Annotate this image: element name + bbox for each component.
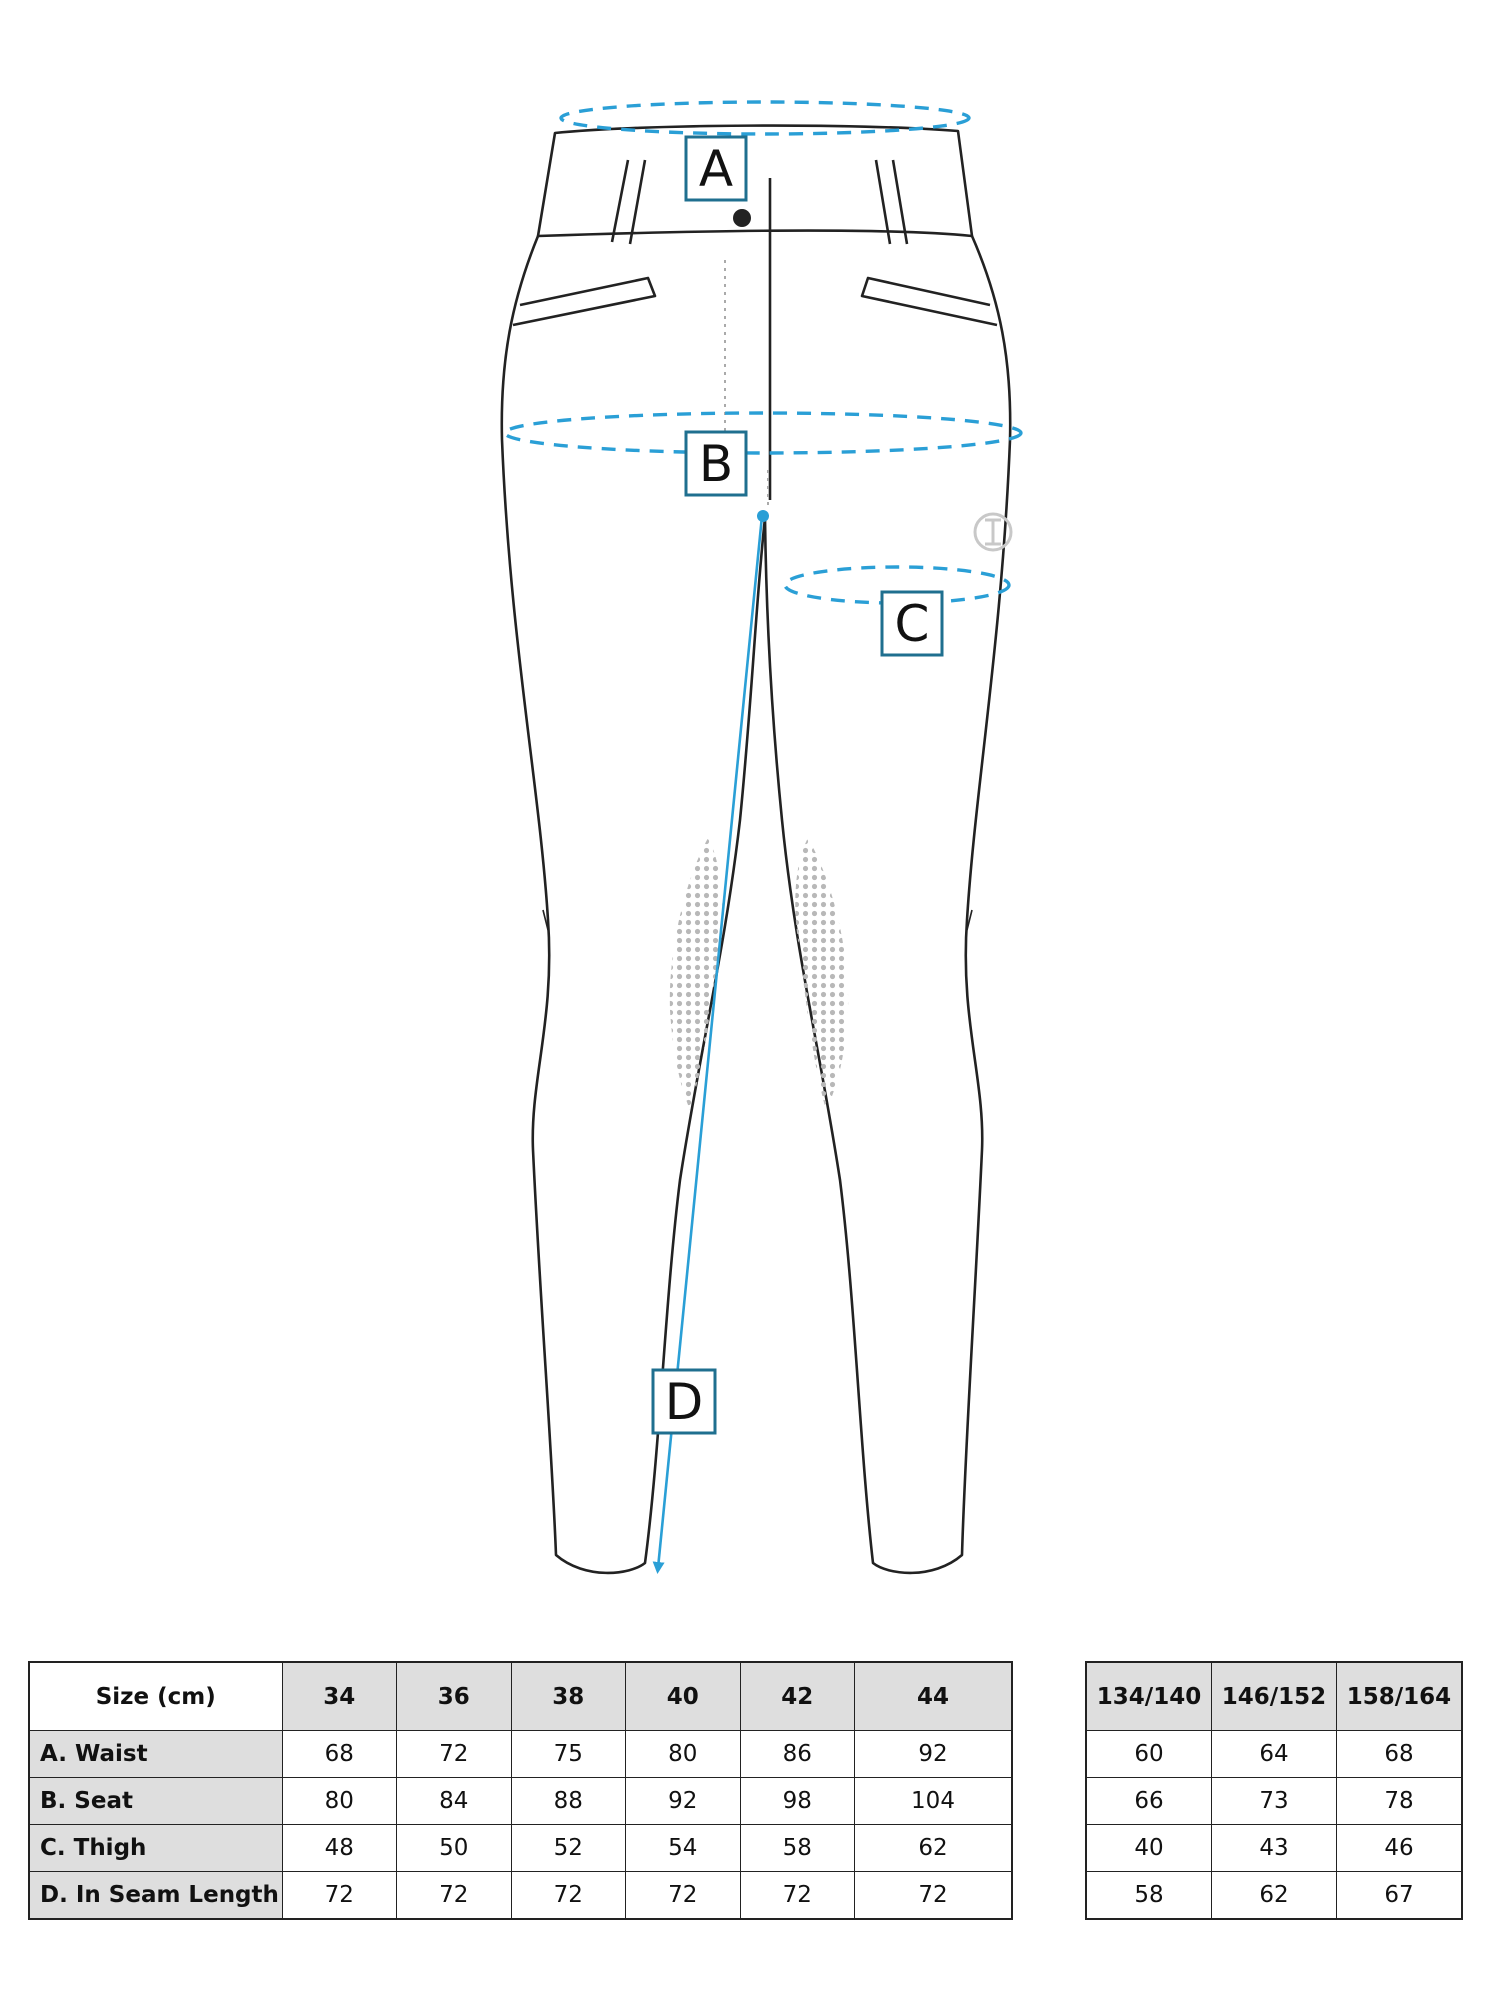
pants-outline bbox=[500, 124, 1012, 1575]
table-row: 58 62 67 bbox=[1085, 1871, 1463, 1920]
size-header-34: 34 bbox=[281, 1661, 397, 1731]
knee-patch-left bbox=[669, 838, 723, 1110]
label-a: A bbox=[699, 140, 733, 198]
table-cell: 48 bbox=[281, 1824, 397, 1872]
table-row: 66 73 78 bbox=[1085, 1777, 1463, 1825]
table-cell: 43 bbox=[1211, 1824, 1337, 1872]
row-label-inseam: D. In Seam Length bbox=[28, 1871, 283, 1920]
table-cell: 52 bbox=[510, 1824, 626, 1872]
table-row: C. Thigh 48 50 52 54 58 62 bbox=[28, 1824, 1013, 1872]
label-d-box: D bbox=[651, 1368, 717, 1435]
row-label-seat: B. Seat bbox=[28, 1777, 283, 1825]
knee-seam-left bbox=[542, 909, 549, 931]
kids-size-header-146-152: 146/152 bbox=[1211, 1661, 1337, 1731]
right-leg-outline bbox=[763, 235, 1012, 1575]
label-b: B bbox=[699, 435, 733, 493]
table-cell: 72 bbox=[281, 1871, 397, 1920]
table-cell: 72 bbox=[625, 1871, 741, 1920]
inseam-start-dot bbox=[757, 510, 769, 522]
table-cell: 86 bbox=[739, 1730, 855, 1778]
table-row: 40 43 46 bbox=[1085, 1824, 1463, 1872]
table-cell: 80 bbox=[625, 1730, 741, 1778]
table-cell: 40 bbox=[1085, 1824, 1213, 1872]
table-cell: 75 bbox=[510, 1730, 626, 1778]
table-cell: 104 bbox=[854, 1777, 1013, 1825]
table-cell: 92 bbox=[625, 1777, 741, 1825]
pocket-right bbox=[860, 276, 998, 327]
waist-button bbox=[733, 209, 751, 227]
row-label-thigh: C. Thigh bbox=[28, 1824, 283, 1872]
waist-measure-ring bbox=[559, 100, 971, 136]
thigh-measure-ring bbox=[783, 565, 1011, 605]
size-header-38: 38 bbox=[510, 1661, 626, 1731]
table-cell: 80 bbox=[281, 1777, 397, 1825]
table-cell: 58 bbox=[739, 1824, 855, 1872]
table-row: B. Seat 80 84 88 92 98 104 bbox=[28, 1777, 1013, 1825]
table-cell: 88 bbox=[510, 1777, 626, 1825]
belt-loop-left bbox=[610, 159, 647, 245]
size-header-label: Size (cm) bbox=[28, 1661, 283, 1731]
table-cell: 78 bbox=[1335, 1777, 1463, 1825]
label-a-box: A bbox=[684, 135, 748, 202]
table-cell: 68 bbox=[281, 1730, 397, 1778]
belt-loop-right bbox=[874, 159, 909, 245]
size-table-kids: 134/140 146/152 158/164 60 64 68 66 73 7… bbox=[1085, 1661, 1463, 1920]
pocket-left bbox=[512, 276, 657, 327]
table-cell: 58 bbox=[1085, 1871, 1213, 1920]
table-row: D. In Seam Length 72 72 72 72 72 72 bbox=[28, 1871, 1013, 1920]
measurement-guides bbox=[503, 100, 1023, 605]
size-header-44: 44 bbox=[854, 1661, 1013, 1731]
label-c: C bbox=[895, 595, 930, 653]
knee-patch-right bbox=[795, 838, 849, 1110]
table-cell: 67 bbox=[1335, 1871, 1463, 1920]
table-cell: 73 bbox=[1211, 1777, 1337, 1825]
table-cell: 72 bbox=[739, 1871, 855, 1920]
table-cell: 98 bbox=[739, 1777, 855, 1825]
table-cell: 84 bbox=[396, 1777, 512, 1825]
label-d: D bbox=[665, 1373, 704, 1431]
table-cell: 68 bbox=[1335, 1730, 1463, 1778]
kids-size-header-row: 134/140 146/152 158/164 bbox=[1085, 1661, 1463, 1731]
table-cell: 72 bbox=[396, 1871, 512, 1920]
row-label-waist: A. Waist bbox=[28, 1730, 283, 1778]
seat-measure-ring bbox=[503, 411, 1023, 455]
waistband bbox=[536, 124, 974, 238]
size-header-42: 42 bbox=[739, 1661, 855, 1731]
table-cell: 66 bbox=[1085, 1777, 1213, 1825]
size-header-36: 36 bbox=[396, 1661, 512, 1731]
left-leg-outline bbox=[500, 235, 767, 1575]
table-cell: 62 bbox=[1211, 1871, 1337, 1920]
size-header-40: 40 bbox=[625, 1661, 741, 1731]
table-cell: 92 bbox=[854, 1730, 1013, 1778]
table-cell: 64 bbox=[1211, 1730, 1337, 1778]
table-cell: 62 bbox=[854, 1824, 1013, 1872]
brand-logo-icon bbox=[973, 512, 1013, 552]
breeches-diagram: A B C D bbox=[500, 100, 1023, 1575]
table-cell: 72 bbox=[510, 1871, 626, 1920]
knee-seam-right bbox=[966, 909, 973, 931]
label-c-box: C bbox=[880, 590, 944, 657]
table-cell: 72 bbox=[854, 1871, 1013, 1920]
kids-size-header-134-140: 134/140 bbox=[1085, 1661, 1213, 1731]
kids-size-header-158-164: 158/164 bbox=[1335, 1661, 1463, 1731]
table-cell: 54 bbox=[625, 1824, 741, 1872]
label-b-box: B bbox=[684, 430, 748, 497]
table-cell: 72 bbox=[396, 1730, 512, 1778]
size-table-adult: Size (cm) 34 36 38 40 42 44 A. Waist 68 … bbox=[28, 1661, 1013, 1920]
table-cell: 50 bbox=[396, 1824, 512, 1872]
size-header-row: Size (cm) 34 36 38 40 42 44 bbox=[28, 1661, 1013, 1731]
table-cell: 46 bbox=[1335, 1824, 1463, 1872]
table-cell: 60 bbox=[1085, 1730, 1213, 1778]
table-row: A. Waist 68 72 75 80 86 92 bbox=[28, 1730, 1013, 1778]
table-row: 60 64 68 bbox=[1085, 1730, 1463, 1778]
